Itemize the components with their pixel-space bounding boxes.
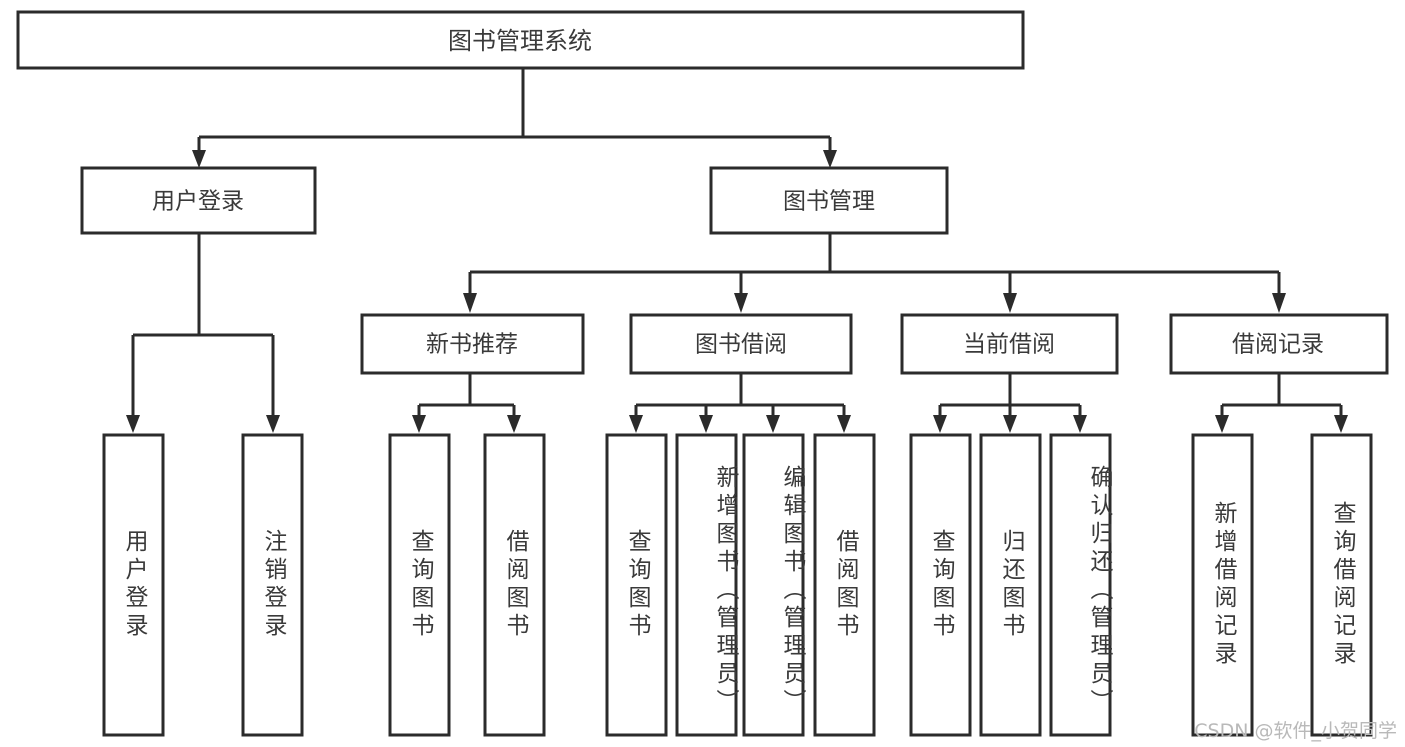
leaf-box-logout-login[interactable] <box>241 433 304 737</box>
node-user-login-label: 用户登录 <box>152 189 244 215</box>
node-borrow-record[interactable]: 借阅记录 <box>1169 313 1389 375</box>
node-book-borrow[interactable]: 图书借阅 <box>629 313 853 375</box>
leaf-box-borrow-book-2[interactable] <box>813 433 876 737</box>
edges-root-to-level2 <box>192 68 837 168</box>
node-current-borrow[interactable]: 当前借阅 <box>900 313 1119 375</box>
edges-userlogin-to-leaves <box>126 233 280 433</box>
node-borrow-record-label: 借阅记录 <box>1232 332 1324 358</box>
edges-currentborrow-to-leaves <box>933 373 1087 433</box>
node-book-manage-label: 图书管理 <box>783 189 875 215</box>
leaf-box-confirm-return[interactable] <box>1049 433 1112 737</box>
leaf-box-query-book-1[interactable] <box>388 433 451 737</box>
node-current-borrow-label: 当前借阅 <box>963 332 1055 358</box>
node-new-book-recommend[interactable]: 新书推荐 <box>360 313 585 375</box>
leaf-box-edit-book[interactable] <box>742 433 805 737</box>
node-book-borrow-label: 图书借阅 <box>695 332 787 358</box>
leaf-box-return-book[interactable] <box>979 433 1042 737</box>
leaf-box-query-book-3[interactable] <box>909 433 972 737</box>
node-book-manage[interactable]: 图书管理 <box>709 166 949 235</box>
leaf-box-borrow-book-1[interactable] <box>483 433 546 737</box>
edges-newbook-to-leaves <box>412 373 521 433</box>
node-new-book-recommend-label: 新书推荐 <box>426 332 518 358</box>
leaf-box-query-book-2[interactable] <box>605 433 668 737</box>
leaf-boxes <box>102 433 1373 737</box>
node-root[interactable]: 图书管理系统 <box>16 10 1025 70</box>
watermark: CSDN @软件_小贺同学 <box>1194 720 1397 742</box>
node-user-login[interactable]: 用户登录 <box>80 166 317 235</box>
leaf-box-add-book[interactable] <box>675 433 738 737</box>
edges-bookborrow-to-leaves <box>629 373 851 433</box>
leaf-box-query-record[interactable] <box>1310 433 1373 737</box>
edges-bookmanage-to-level3 <box>463 233 1286 313</box>
leaf-box-user-login[interactable] <box>102 433 165 737</box>
node-root-label: 图书管理系统 <box>448 27 592 55</box>
leaf-box-add-record[interactable] <box>1191 433 1254 737</box>
edges-borrowrecord-to-leaves <box>1215 373 1348 433</box>
